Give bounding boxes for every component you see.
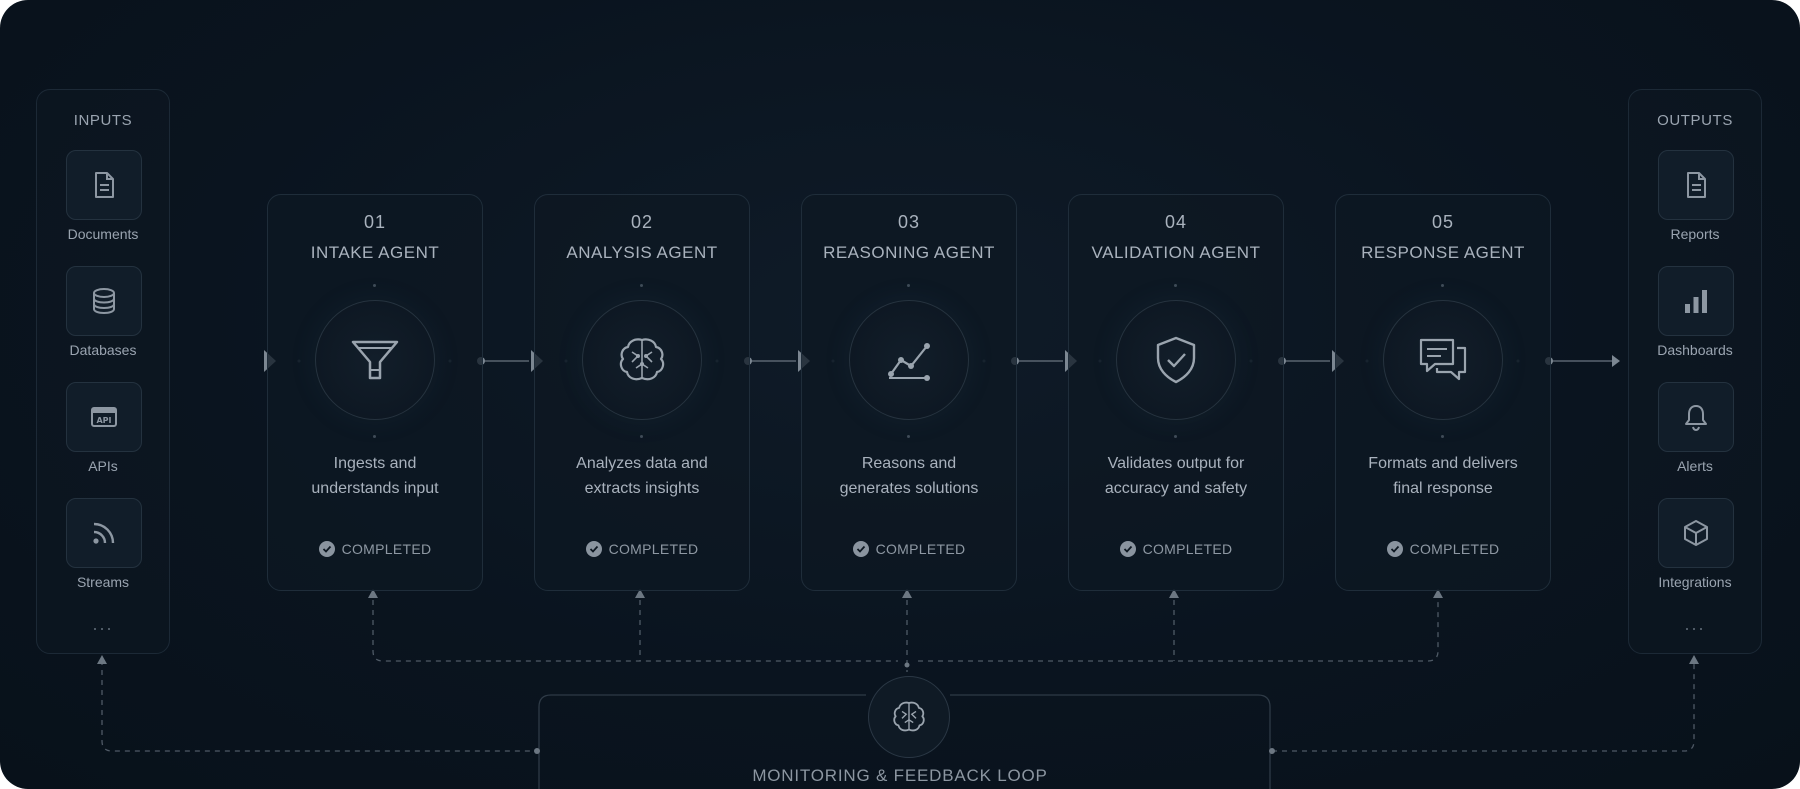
agent-card-reasoning[interactable]: 03 REASONING AGENT Reasons and generates… [801,194,1017,591]
agent-number: 01 [363,212,387,232]
agent-icon-ring [1116,300,1236,420]
brain-circuit-icon [893,701,925,732]
status-badge: COMPLETED [535,541,749,557]
agent-number: 03 [897,212,921,232]
agent-number: 04 [1164,212,1188,232]
agent-icon-ring [1383,300,1503,420]
output-item-dashboards[interactable]: Dashboards [1629,266,1761,366]
api-icon: API [91,407,117,427]
agent-description: Analyzes data and extracts insights [576,455,708,497]
arrow-head-output [1612,355,1620,367]
agent-number: 05 [1431,212,1455,232]
output-label: Dashboards [1657,342,1733,358]
feedback-arrow-03 [902,589,912,598]
agent-card-response[interactable]: 05 RESPONSE AGENT Formats and delivers f… [1335,194,1551,591]
output-label: Reports [1670,226,1720,242]
report-icon [1687,172,1706,198]
status-badge: COMPLETED [802,541,1016,557]
brain-circuit-icon [619,338,665,381]
agent-description: Reasons and generates solutions [839,455,979,497]
agent-icon-ring [582,300,702,420]
outer-loop-right [1272,660,1695,752]
svg-text:API: API [96,416,111,425]
monitoring-hub[interactable] [868,676,950,758]
outputs-title: OUTPUTS [1657,112,1733,129]
input-label: Streams [76,574,130,590]
agent-card-validation[interactable]: 04 VALIDATION AGENT Validates output for… [1068,194,1284,591]
rss-stream-icon [93,522,115,544]
outer-arrow-outputs [1689,655,1699,664]
input-label: Databases [69,342,137,358]
shield-check-icon [1156,336,1196,384]
line-graph-icon [888,343,930,381]
monitor-bracket-right [950,694,1271,789]
check-circle-icon [1386,541,1403,557]
agent-number: 02 [630,212,654,232]
document-icon [95,172,114,198]
agent-name: RESPONSE AGENT [1361,243,1525,262]
outputs-more-indicator[interactable]: ... [1684,614,1706,634]
agent-description: Formats and delivers final response [1368,455,1518,497]
outer-loop-left [101,660,537,752]
bell-icon [1685,405,1707,432]
outer-node-right [1269,748,1275,754]
check-circle-icon [585,541,602,557]
input-item-apis[interactable]: API APIs [37,382,169,482]
chat-bubbles-icon [1419,338,1467,381]
monitoring-label: MONITORING & FEEDBACK LOOP [752,766,1048,785]
status-badge: COMPLETED [1069,541,1283,557]
inputs-title: INPUTS [73,112,133,129]
status-badge: COMPLETED [1336,541,1550,557]
check-circle-icon [852,541,869,557]
output-label: Alerts [1677,458,1713,474]
input-item-streams[interactable]: Streams [37,498,169,598]
agent-description: Validates output for accuracy and safety [1104,455,1248,497]
output-label: Integrations [1658,574,1732,590]
bar-chart-icon [1685,290,1707,313]
database-icon [93,288,115,315]
funnel-icon [351,340,399,380]
feedback-arrow-01 [368,589,378,598]
outer-node-left [534,748,540,754]
monitor-bracket-left [538,694,866,789]
check-circle-icon [318,541,335,557]
inputs-more-indicator[interactable]: ... [92,614,114,634]
outer-arrow-inputs [97,655,107,664]
bus-junction [904,662,910,668]
status-badge: COMPLETED [268,541,482,557]
feedback-bus-left [372,600,898,662]
agent-card-analysis[interactable]: 02 ANALYSIS AGENT Analyzes data and extr… [534,194,750,591]
feedback-arrow-04 [1169,589,1179,598]
feedback-arrow-05 [1433,589,1443,598]
feedback-arrow-02 [635,589,645,598]
agent-card-intake[interactable]: 01 INTAKE AGENT Ingests and understands … [267,194,483,591]
inputs-panel: INPUTS Documents Da [36,89,170,654]
agent-name: VALIDATION AGENT [1091,243,1261,262]
input-item-documents[interactable]: Documents [37,150,169,250]
input-label: APIs [88,458,118,474]
outputs-panel: OUTPUTS Reports Dashboards [1628,89,1762,654]
feedback-bus-right [918,600,1439,662]
input-item-databases[interactable]: Databases [37,266,169,366]
agent-icon-ring [849,300,969,420]
agent-name: INTAKE AGENT [310,243,440,262]
agent-name: REASONING AGENT [823,243,995,262]
agent-name: ANALYSIS AGENT [566,243,718,262]
input-label: Documents [67,226,139,242]
output-item-alerts[interactable]: Alerts [1629,382,1761,482]
check-circle-icon [1119,541,1136,557]
agent-description: Ingests and understands input [311,455,439,497]
output-item-reports[interactable]: Reports [1629,150,1761,250]
output-item-integrations[interactable]: Integrations [1629,498,1761,598]
agent-icon-ring [315,300,435,420]
cube-icon [1684,520,1708,546]
